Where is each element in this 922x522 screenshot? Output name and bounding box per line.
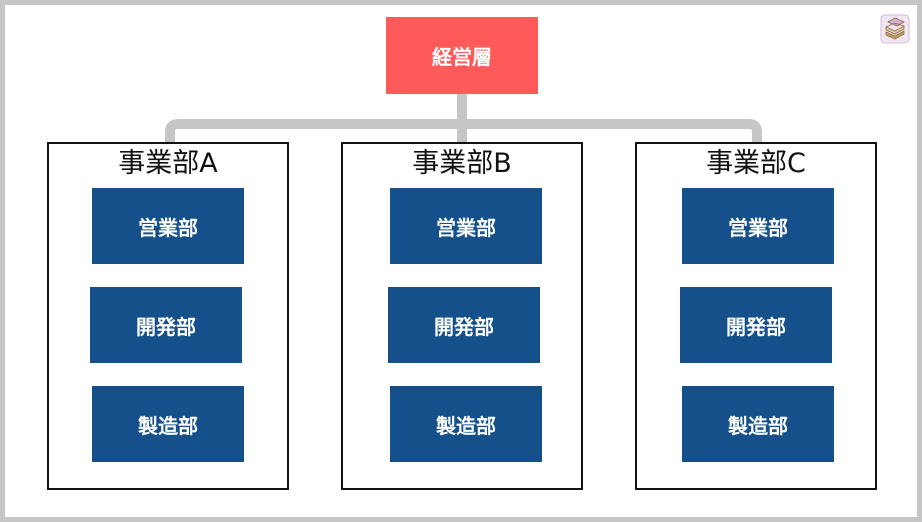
department-box-a-development: 開発部 — [90, 287, 242, 363]
department-label: 製造部 — [138, 413, 198, 438]
department-label: 営業部 — [436, 215, 496, 240]
department-box-c-sales: 営業部 — [682, 188, 834, 264]
department-label: 製造部 — [436, 413, 496, 438]
books-icon — [880, 14, 910, 44]
executive-box: 経営層 — [386, 17, 538, 94]
division-title-c: 事業部C — [706, 148, 806, 179]
department-box-b-development: 開発部 — [388, 287, 540, 363]
department-box-a-manufacturing: 製造部 — [92, 386, 244, 462]
department-box-b-sales: 営業部 — [390, 188, 542, 264]
division-title-b: 事業部B — [412, 148, 512, 179]
department-label: 営業部 — [728, 215, 788, 240]
department-box-a-sales: 営業部 — [92, 188, 244, 264]
department-label: 開発部 — [136, 314, 196, 339]
department-label: 営業部 — [138, 215, 198, 240]
department-label: 開発部 — [434, 314, 494, 339]
executive-label: 経営層 — [432, 45, 492, 69]
division-title-a: 事業部A — [118, 148, 218, 179]
department-label: 製造部 — [728, 413, 788, 438]
department-box-c-development: 開発部 — [680, 287, 832, 363]
department-box-c-manufacturing: 製造部 — [682, 386, 834, 462]
department-label: 開発部 — [726, 314, 786, 339]
department-box-b-manufacturing: 製造部 — [390, 386, 542, 462]
